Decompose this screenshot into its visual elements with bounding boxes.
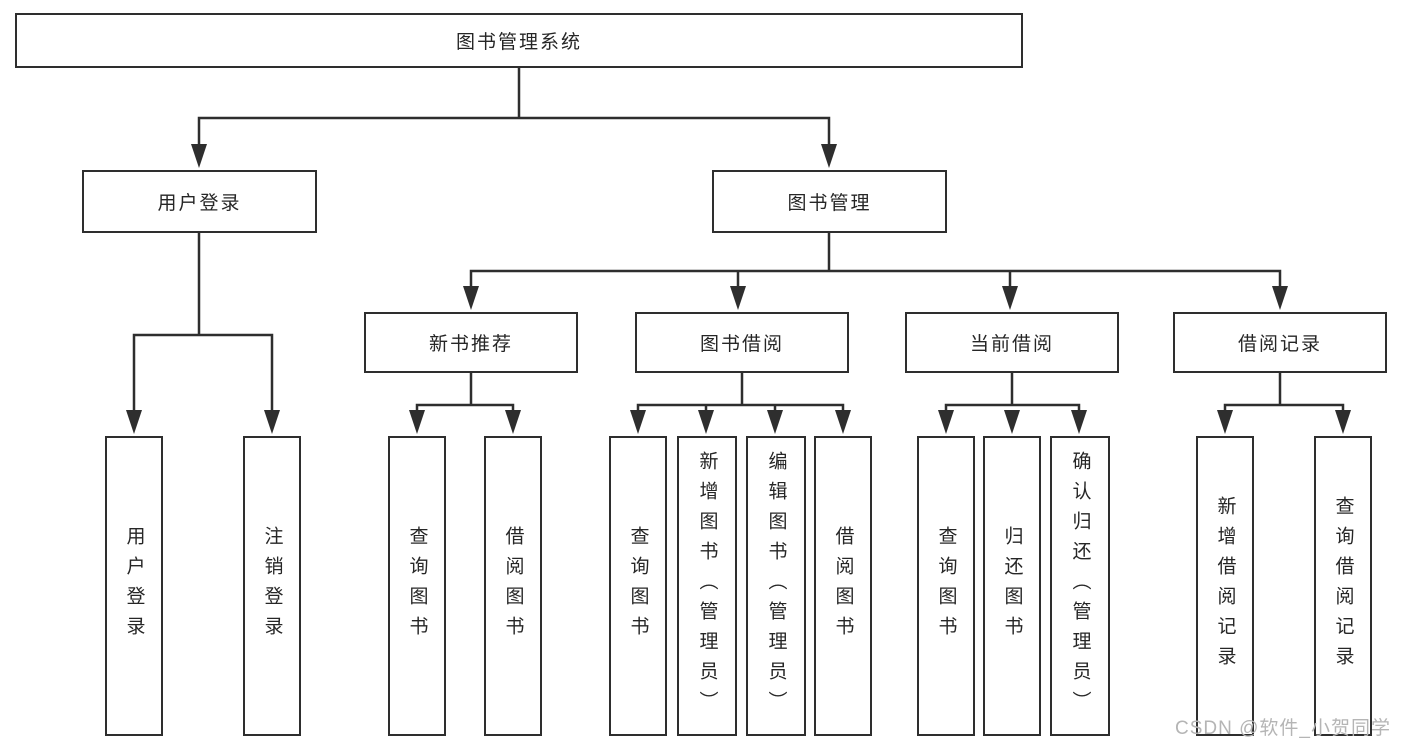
arrow-down-icon [1272,286,1288,310]
arrowhead-icons [126,144,1351,434]
leaf-borrow-books-recommend: 借阅图书 [484,436,542,736]
arrow-down-icon [835,410,851,434]
arrow-down-icon [1217,410,1233,434]
leaf-user-login: 用户登录 [105,436,163,736]
leaf-query-books-current: 查询图书 [917,436,975,736]
leaf-query-books-borrowing: 查询图书 [609,436,667,736]
arrow-down-icon [698,410,714,434]
arrow-down-icon [938,410,954,434]
leaf-add-book-admin: 新增图书（管理员） [677,436,737,736]
node-current-borrowing: 当前借阅 [905,312,1119,373]
arrow-down-icon [730,286,746,310]
arrow-down-icon [767,410,783,434]
node-new-book-recommend: 新书推荐 [364,312,578,373]
leaf-borrow-books: 借阅图书 [814,436,872,736]
arrow-down-icon [1004,410,1020,434]
arrow-down-icon [630,410,646,434]
arrow-down-icon [409,410,425,434]
leaf-add-borrow-record: 新增借阅记录 [1196,436,1254,736]
arrow-down-icon [463,286,479,310]
leaf-query-borrow-record: 查询借阅记录 [1314,436,1372,736]
leaf-confirm-return-admin: 确认归还（管理员） [1050,436,1110,736]
arrow-down-icon [821,144,837,168]
leaf-query-books-recommend: 查询图书 [388,436,446,736]
arrow-down-icon [1335,410,1351,434]
node-book-borrowing: 图书借阅 [635,312,849,373]
node-borrowing-records: 借阅记录 [1173,312,1387,373]
node-user-login: 用户登录 [82,170,317,233]
leaf-edit-book-admin: 编辑图书（管理员） [746,436,806,736]
node-library-system: 图书管理系统 [15,13,1023,68]
arrow-down-icon [505,410,521,434]
node-book-management: 图书管理 [712,170,947,233]
leaf-return-books: 归还图书 [983,436,1041,736]
leaf-logout: 注销登录 [243,436,301,736]
arrow-down-icon [1002,286,1018,310]
watermark: CSDN @软件_小贺同学 [1175,718,1391,739]
arrow-down-icon [126,410,142,434]
arrow-down-icon [1071,410,1087,434]
arrow-down-icon [264,410,280,434]
connector-paths [132,68,1345,412]
arrow-down-icon [191,144,207,168]
